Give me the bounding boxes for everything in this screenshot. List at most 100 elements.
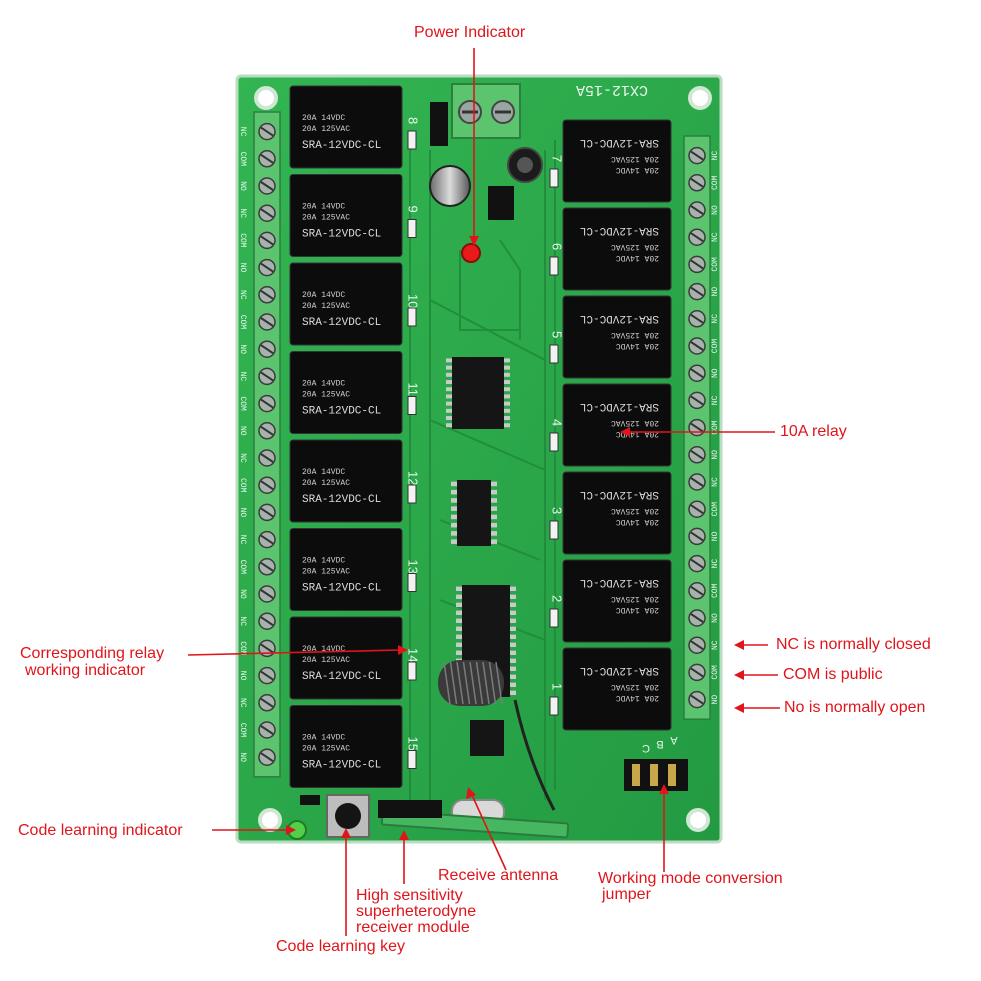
relay (289, 262, 403, 346)
terminal-label: NC (711, 314, 720, 324)
screw-slot (260, 126, 274, 137)
screw-slot (260, 289, 274, 300)
ic-pin (510, 682, 516, 687)
relay-rating-ac: 20A 125VAC (302, 125, 350, 134)
relay-rating-dc: 20A 14VDC (616, 605, 659, 614)
ic-pin (491, 489, 497, 495)
relay-model: SRA-12VDC-CL (580, 576, 659, 588)
relay-indicator-line (187, 649, 401, 656)
ic-pin (510, 618, 516, 623)
terminal-label: NC (711, 151, 720, 161)
terminal-label: NC (238, 208, 247, 218)
terminal-block (253, 111, 281, 778)
screw-slot (260, 371, 274, 382)
terminal-label: NO (711, 531, 720, 541)
ic-pin (510, 610, 516, 615)
channel-led (407, 750, 417, 769)
terminal-label: NO (238, 752, 247, 762)
relay (289, 439, 403, 523)
ic-pin (491, 531, 497, 536)
relay-rating-ac: 20A 125VAC (302, 479, 350, 488)
terminal-label: COM (238, 233, 247, 248)
screw-slot (260, 262, 274, 273)
channel-led (407, 661, 417, 681)
relay-model: SRA-12VDC-CL (580, 664, 659, 676)
screw-slot (260, 235, 274, 246)
terminal-label: NC (238, 616, 247, 626)
channel-number: 15 (406, 737, 421, 751)
relay (562, 207, 672, 291)
screw-slot (690, 341, 704, 351)
terminal-label: NO (238, 671, 247, 681)
terminal-label: NC (711, 395, 720, 405)
screw-slot (690, 531, 704, 542)
relay-rating-dc: 20A 14VDC (302, 645, 345, 654)
ic-pin (504, 380, 510, 384)
channel-number: 10 (406, 294, 421, 308)
relay-rating-ac: 20A 125VAC (302, 214, 350, 223)
screw-slot (690, 395, 704, 406)
terminal-label: NC (711, 640, 720, 650)
ic-pin (456, 618, 462, 623)
ic-pin (456, 610, 462, 615)
channel-number: 8 (406, 117, 421, 124)
channel-number: 6 (550, 243, 565, 250)
code-learning-key-callout: Code learning key (276, 938, 405, 955)
ic-pin (446, 423, 452, 428)
ic-pin (510, 586, 516, 591)
ic-pin (446, 416, 452, 420)
relay-model: SRA-12VDC-CL (580, 312, 659, 324)
relay (562, 559, 672, 643)
terminal-label: NO (711, 613, 720, 623)
terminal-label: NO (711, 695, 720, 705)
terminal-label: NC (238, 535, 247, 545)
relay-rating-dc: 20A 14VDC (616, 517, 659, 526)
ic-pins (446, 358, 516, 695)
receive-antenna-callout: Receive antenna (438, 867, 559, 884)
screw-slot (690, 368, 704, 379)
coil-winding (475, 661, 484, 705)
ic-pin (456, 634, 462, 639)
relay-model: SRA-12VDC-CL (580, 136, 659, 148)
ic-pin (504, 401, 510, 406)
terminal-label: NO (238, 181, 247, 191)
relay-model: SRA-12VDC-CL (302, 583, 381, 595)
channel-led (549, 520, 559, 540)
ic-pin (456, 626, 462, 631)
ic-pin (451, 539, 457, 544)
ic-pin (510, 690, 516, 695)
ic-pin (446, 365, 452, 370)
ic-pin (504, 416, 510, 420)
terminal-label: NO (238, 508, 247, 518)
relay (562, 647, 672, 731)
ic-pin (446, 358, 452, 363)
terminal-label: COM (711, 175, 720, 190)
mounting-hole (254, 86, 278, 110)
ic-pin (510, 650, 516, 655)
screw-slot (260, 480, 274, 491)
relay-rating-dc: 20A 14VDC (616, 253, 659, 262)
screw-slot (260, 670, 274, 681)
terminal-label: NC (711, 559, 720, 569)
ic-pin (510, 642, 516, 647)
screw-slot (260, 317, 274, 327)
relay (289, 705, 403, 788)
relay (289, 528, 403, 611)
ic-pin (491, 522, 497, 528)
driver-ic (452, 357, 504, 429)
ic-pin (451, 498, 457, 503)
terminal-label: NO (238, 589, 247, 599)
antenna-coil (438, 660, 556, 811)
terminal-label: COM (238, 641, 247, 656)
ic-pin (504, 358, 510, 363)
ic-pin (510, 634, 516, 639)
mode-jumper-callout: Working mode conversion jumper (598, 871, 783, 903)
